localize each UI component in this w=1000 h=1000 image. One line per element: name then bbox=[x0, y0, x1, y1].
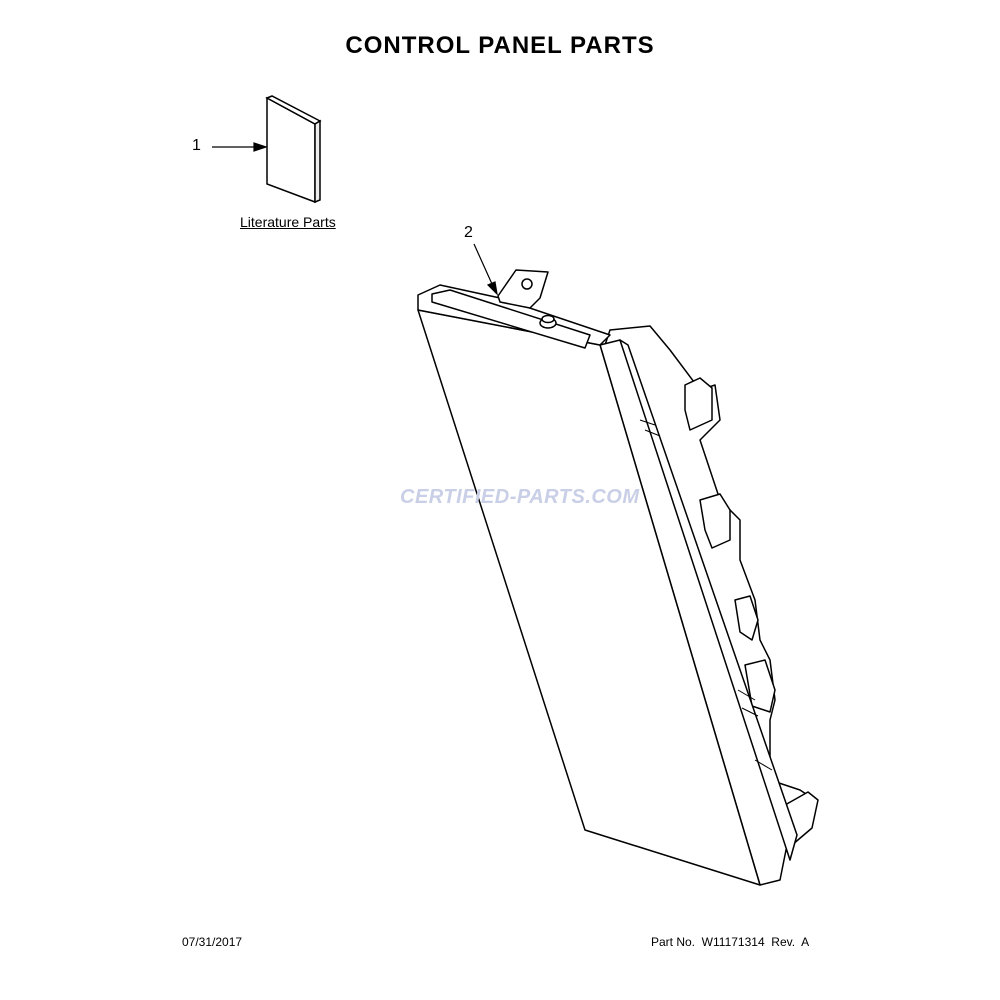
watermark: CERTIFIED-PARTS.COM bbox=[400, 486, 640, 508]
callout-2-number: 2 bbox=[464, 224, 473, 241]
callout-1-arrow bbox=[212, 142, 268, 152]
footer-part-number: Part No. W11171314 Rev. A bbox=[651, 935, 810, 949]
control-panel-illustration bbox=[417, 269, 819, 886]
page-title: CONTROL PANEL PARTS bbox=[345, 32, 655, 59]
literature-parts-label: Literature Parts bbox=[240, 214, 336, 230]
footer-date: 07/31/2017 bbox=[182, 935, 243, 949]
callout-1-number: 1 bbox=[192, 137, 201, 154]
literature-booklet-illustration bbox=[265, 95, 322, 204]
callout-2-arrow bbox=[473, 243, 498, 296]
